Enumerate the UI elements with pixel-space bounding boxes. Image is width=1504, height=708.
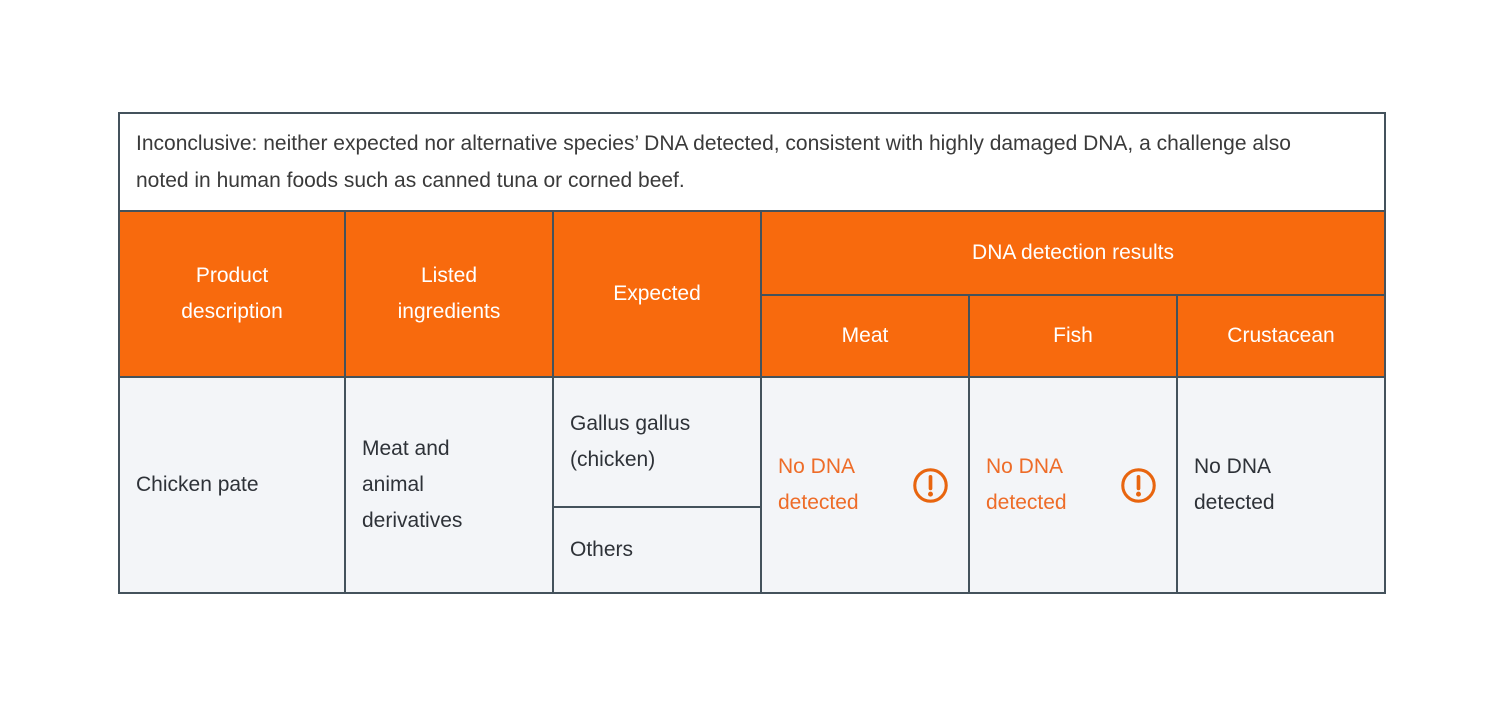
header-meat: Meat [762,296,968,376]
expected-secondary-value: Others [570,538,634,561]
table-header: Product description Listed ingredients E… [120,212,1384,376]
cell-result-meat: No DNA detected [762,378,968,592]
warning-icon [1121,467,1156,503]
listed-ingredients-value: Meat and animal derivatives [362,437,463,532]
header-expected-label: Expected [613,282,701,305]
header-product-description-label: Product description [181,264,283,323]
header-crustacean: Crustacean [1178,296,1384,376]
dna-results-table: Inconclusive: neither expected nor alter… [118,112,1386,594]
table-note: Inconclusive: neither expected nor alter… [120,114,1384,210]
header-fish-label: Fish [1053,324,1093,347]
cell-expected: Gallus gallus (chicken) Others [554,378,760,592]
header-listed-ingredients-label: Listed ingredients [397,264,501,323]
cell-listed-ingredients: Meat and animal derivatives [346,378,552,592]
header-dna-detection-results-label: DNA detection results [972,241,1174,264]
cell-expected-secondary: Others [554,508,760,592]
header-fish: Fish [970,296,1176,376]
result-fish-value: No DNA detected [986,455,1067,514]
result-meat-value: No DNA detected [778,455,859,514]
header-crustacean-label: Crustacean [1227,324,1335,347]
cell-expected-primary: Gallus gallus (chicken) [554,378,760,506]
header-expected: Expected [554,212,760,376]
result-crustacean-value: No DNA detected [1194,455,1275,514]
header-meat-label: Meat [841,324,889,347]
cell-product-description: Chicken pate [120,378,344,592]
product-description-value: Chicken pate [136,473,259,496]
note-text: Inconclusive: neither expected nor alter… [136,132,1291,192]
header-listed-ingredients: Listed ingredients [346,212,552,376]
cell-result-fish: No DNA detected [970,378,1176,592]
cell-result-crustacean: No DNA detected [1178,378,1384,592]
expected-primary-value: Gallus gallus (chicken) [570,412,691,471]
header-dna-detection-results: DNA detection results [762,212,1384,294]
header-product-description: Product description [120,212,344,376]
warning-icon [913,467,948,503]
table-row: Chicken pate Meat and animal derivatives… [120,378,1384,592]
